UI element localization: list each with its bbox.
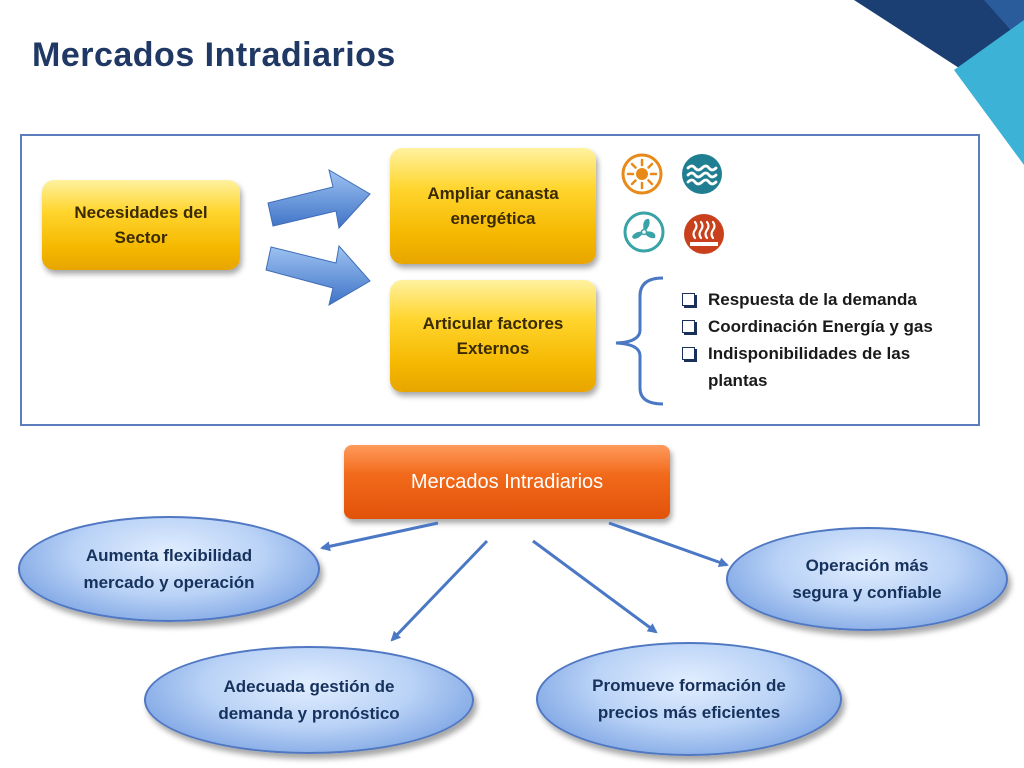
arrow-to-demand	[390, 539, 489, 642]
geothermal-icon	[684, 214, 724, 254]
center-intraday-markets-box: Mercados Intradiarios	[344, 445, 670, 519]
benefit-demand-oval: Adecuada gestión de demanda y pronóstico	[144, 646, 474, 754]
expand-basket-box: Ampliar canasta energética	[390, 148, 596, 264]
list-item: Coordinación Energía y gas	[680, 313, 970, 340]
benefit-demand-label: Adecuada gestión de demanda y pronóstico	[218, 676, 400, 723]
benefit-prices-oval: Promueve formación de precios más eficie…	[536, 642, 842, 756]
benefit-operation-label: Operación más segura y confiable	[792, 555, 942, 602]
arrow-to-operation	[608, 521, 729, 568]
list-item: Respuesta de la demanda	[680, 286, 970, 313]
checkbox-bullet-icon	[682, 293, 695, 306]
benefit-operation-oval: Operación más segura y confiable	[726, 527, 1008, 631]
arrow-to-prices	[532, 539, 658, 634]
benefit-flexibility-label: Aumenta flexibilidad mercado y operación	[83, 545, 255, 592]
needs-box-label: Necesidades del Sector	[74, 202, 208, 248]
sun-icon	[621, 153, 663, 195]
needs-box: Necesidades del Sector	[42, 180, 240, 270]
list-item-text: Coordinación Energía y gas	[708, 317, 933, 336]
expand-basket-label: Ampliar canasta energética	[427, 183, 559, 229]
list-item: Indisponibilidades de las plantas	[680, 340, 970, 394]
list-item-text: Indisponibilidades de las plantas	[708, 344, 911, 390]
external-factors-list: Respuesta de la demanda Coordinación Ene…	[680, 286, 970, 394]
checkbox-bullet-icon	[682, 347, 695, 360]
benefit-flexibility-oval: Aumenta flexibilidad mercado y operación	[18, 516, 320, 622]
water-icon	[682, 154, 722, 194]
corner-decoration	[854, 0, 1024, 165]
checkbox-bullet-icon	[682, 320, 695, 333]
benefit-prices-label: Promueve formación de precios más eficie…	[592, 675, 786, 722]
articulate-factors-box: Articular factores Externos	[390, 280, 596, 392]
articulate-factors-label: Articular factores Externos	[422, 313, 564, 359]
list-item-text: Respuesta de la demanda	[708, 290, 917, 309]
arrow-to-flexibility	[320, 521, 439, 552]
center-box-label: Mercados Intradiarios	[410, 470, 604, 493]
wind-icon	[623, 211, 665, 253]
page-title: Mercados Intradiarios	[32, 36, 396, 74]
